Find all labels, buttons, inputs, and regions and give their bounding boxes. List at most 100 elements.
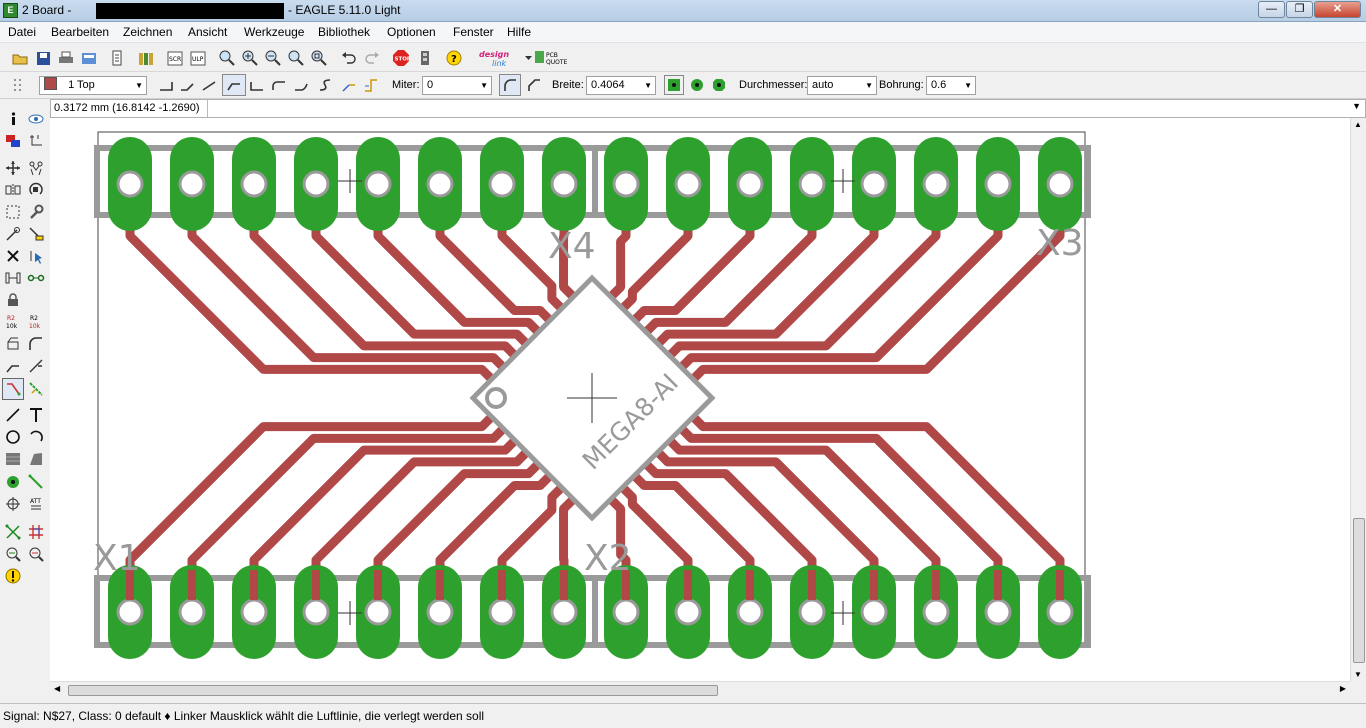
auto-route-icon[interactable] bbox=[27, 523, 45, 541]
zoom-fit-icon[interactable] bbox=[218, 49, 236, 67]
board-canvas[interactable]: MEGA8-AI X4 X3 X1 X2 bbox=[50, 118, 1350, 681]
help-icon[interactable]: ? bbox=[445, 49, 463, 67]
optimize-icon[interactable] bbox=[27, 357, 45, 375]
pad[interactable] bbox=[852, 565, 896, 659]
bend-90-icon[interactable] bbox=[157, 76, 175, 94]
grid-icon[interactable] bbox=[10, 76, 28, 94]
pad[interactable] bbox=[170, 137, 214, 231]
bend-arc-icon[interactable] bbox=[222, 74, 246, 96]
miter-round-icon[interactable] bbox=[499, 74, 521, 96]
pad[interactable] bbox=[790, 137, 834, 231]
attribute-icon[interactable]: ATT bbox=[27, 495, 45, 513]
arc-icon[interactable] bbox=[27, 428, 45, 446]
ripup-icon[interactable] bbox=[27, 380, 45, 398]
errors-icon[interactable] bbox=[4, 567, 22, 585]
via-square-icon[interactable] bbox=[664, 75, 684, 95]
width-select[interactable]: 0.4064 ▼ bbox=[586, 76, 656, 95]
menu-datei[interactable]: Datei bbox=[8, 25, 37, 39]
pad[interactable] bbox=[1038, 565, 1082, 659]
split-wire-icon[interactable] bbox=[4, 357, 22, 375]
pad[interactable] bbox=[294, 137, 338, 231]
zoom-redraw-icon[interactable] bbox=[287, 49, 305, 67]
bend-round-icon[interactable] bbox=[270, 76, 288, 94]
bend-round-45-icon[interactable] bbox=[292, 76, 310, 94]
menu-werkzeuge[interactable]: Werkzeuge bbox=[244, 25, 305, 39]
menu-zeichnen[interactable]: Zeichnen bbox=[123, 25, 173, 39]
pad[interactable] bbox=[976, 137, 1020, 231]
diameter-select[interactable]: auto ▼ bbox=[807, 76, 877, 95]
drc-icon[interactable] bbox=[27, 545, 45, 563]
pad[interactable] bbox=[1038, 137, 1082, 231]
pad[interactable] bbox=[232, 565, 276, 659]
design-link-dropdown-icon[interactable] bbox=[524, 49, 532, 67]
wire-icon[interactable] bbox=[4, 406, 22, 424]
copy-icon[interactable] bbox=[27, 159, 45, 177]
change-wrench-icon[interactable] bbox=[27, 203, 45, 221]
pad[interactable] bbox=[604, 137, 648, 231]
pad[interactable] bbox=[356, 137, 400, 231]
route-icon[interactable] bbox=[2, 378, 24, 400]
connector-pads[interactable] bbox=[108, 137, 1082, 659]
pad[interactable] bbox=[294, 565, 338, 659]
miter-select[interactable]: 0 ▼ bbox=[422, 76, 492, 95]
display-layers-icon[interactable] bbox=[4, 132, 22, 150]
info-icon[interactable] bbox=[4, 110, 22, 128]
pad[interactable] bbox=[852, 137, 896, 231]
scroll-up-icon[interactable]: ▲ bbox=[1354, 120, 1362, 129]
follow-me-router-icon[interactable] bbox=[362, 76, 380, 94]
hole-icon[interactable] bbox=[4, 495, 22, 513]
erc-icon[interactable] bbox=[4, 545, 22, 563]
close-button[interactable]: ✕ bbox=[1314, 1, 1361, 18]
undo-icon[interactable] bbox=[340, 49, 358, 67]
bend-90-alt-icon[interactable] bbox=[248, 76, 266, 94]
pad[interactable] bbox=[790, 565, 834, 659]
redo-icon[interactable] bbox=[363, 49, 381, 67]
mirror-icon[interactable] bbox=[4, 181, 22, 199]
menu-bearbeiten[interactable]: Bearbeiten bbox=[51, 25, 110, 39]
zoom-out-icon[interactable] bbox=[264, 49, 282, 67]
vertical-scroll-thumb[interactable] bbox=[1353, 518, 1365, 663]
rectangle-icon[interactable] bbox=[4, 450, 22, 468]
bend-follow-me-icon[interactable] bbox=[316, 76, 334, 94]
bend-straight-icon[interactable] bbox=[200, 76, 218, 94]
miter-straight-icon[interactable] bbox=[525, 76, 543, 94]
bend-45-icon[interactable] bbox=[178, 76, 196, 94]
delete-icon[interactable] bbox=[4, 247, 22, 265]
scroll-right-icon[interactable]: ▶ bbox=[1339, 684, 1346, 693]
pad[interactable] bbox=[666, 137, 710, 231]
mega8-ic[interactable] bbox=[469, 274, 716, 522]
pad[interactable] bbox=[356, 565, 400, 659]
via-octagon-icon[interactable] bbox=[710, 76, 728, 94]
maximize-button[interactable]: ❐ bbox=[1286, 1, 1313, 18]
command-input[interactable] bbox=[223, 101, 1348, 116]
menu-bibliothek[interactable]: Bibliothek bbox=[318, 25, 371, 39]
pad[interactable] bbox=[728, 137, 772, 231]
ulp-icon[interactable]: ULP bbox=[189, 49, 207, 67]
horizontal-scroll-thumb[interactable] bbox=[68, 685, 718, 696]
switch-schematic-icon[interactable] bbox=[108, 49, 126, 67]
pad[interactable] bbox=[418, 565, 462, 659]
menu-ansicht[interactable]: Ansicht bbox=[188, 25, 228, 39]
open-icon[interactable] bbox=[11, 49, 29, 67]
minimize-button[interactable]: — bbox=[1258, 1, 1285, 18]
pad[interactable] bbox=[728, 565, 772, 659]
menu-hilfe[interactable]: Hilfe bbox=[507, 25, 532, 39]
pad[interactable] bbox=[480, 137, 524, 231]
polygon-icon[interactable] bbox=[27, 450, 45, 468]
script-icon[interactable]: SCR bbox=[166, 49, 184, 67]
pad[interactable] bbox=[170, 565, 214, 659]
stop-icon[interactable]: STOP bbox=[392, 49, 410, 67]
layer-select[interactable]: 1 Top ▼ bbox=[39, 76, 147, 95]
print-icon[interactable] bbox=[57, 49, 75, 67]
split-icon[interactable] bbox=[27, 225, 45, 243]
pad[interactable] bbox=[976, 565, 1020, 659]
pad[interactable] bbox=[914, 137, 958, 231]
menu-optionen[interactable]: Optionen bbox=[387, 25, 436, 39]
bend-arc-tool-icon[interactable] bbox=[27, 335, 45, 353]
save-icon[interactable] bbox=[34, 49, 52, 67]
pad[interactable] bbox=[480, 565, 524, 659]
